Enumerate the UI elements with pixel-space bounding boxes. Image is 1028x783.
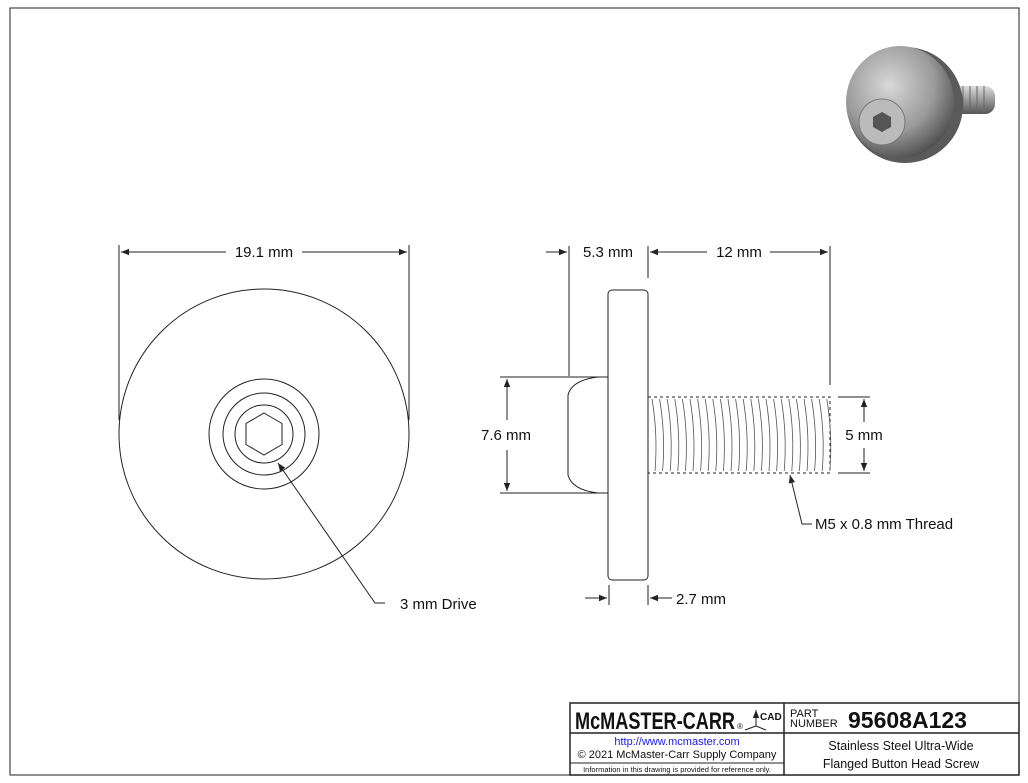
thread-crest (689, 398, 695, 472)
thread-diameter-label: 5 mm (845, 427, 883, 444)
description-line-2: Flanged Button Head Screw (823, 757, 980, 771)
thread-crest (682, 398, 687, 472)
thread-crest (666, 398, 672, 472)
thread-crest (727, 398, 733, 472)
website-link[interactable]: http://www.mcmaster.com (614, 736, 739, 748)
thread-crest (796, 398, 801, 472)
sheet-border (9, 7, 1020, 776)
description-line-1: Stainless Steel Ultra-Wide (828, 739, 973, 753)
thread-crest (826, 398, 832, 472)
thread-crest (750, 398, 756, 472)
button-head-side (567, 376, 608, 494)
thread-crest (742, 398, 748, 472)
flange-thickness-label: 2.7 mm (676, 591, 726, 608)
hex-drive-icon (245, 412, 283, 456)
thread-crest (735, 398, 740, 472)
part-label-2: NUMBER (790, 718, 838, 730)
drive-size-label: 3 mm Drive (400, 596, 477, 613)
render-flange (846, 46, 954, 158)
thread-crest (758, 398, 763, 472)
thread-crest (765, 398, 771, 472)
thread-crest (803, 398, 809, 472)
thread-body (647, 396, 832, 474)
flange-diameter-label: 19.1 mm (235, 244, 293, 261)
thread-crest (773, 398, 778, 472)
thread-crest (720, 398, 725, 472)
cad-axes-icon (744, 710, 767, 731)
flange-outline (118, 288, 410, 580)
thread-crest (788, 398, 794, 472)
copyright-text: © 2021 McMaster-Carr Supply Company (578, 749, 777, 761)
isometric-render (846, 46, 995, 163)
thread-crest (674, 398, 680, 472)
thread-crest (818, 398, 824, 472)
part-label-1: PART (790, 708, 819, 720)
mcmaster-logo: McMASTER-CARR (575, 708, 735, 735)
cad-mark: CAD (760, 712, 782, 723)
flange-side (607, 289, 649, 581)
render-hex-drive (873, 112, 891, 132)
thread-crest (697, 398, 702, 472)
head-diameter-label: 7.6 mm (481, 427, 531, 444)
side-view: 5.3 mm 12 mm 7.6 mm 5 mm M5 x 0.8 mm Thr… (481, 244, 953, 608)
thread-length-label: 12 mm (716, 244, 762, 261)
part-number: 95608A123 (848, 707, 967, 733)
thread-crest (659, 398, 664, 472)
head-outline (208, 378, 320, 490)
head-height-label: 5.3 mm (583, 244, 633, 261)
title-block: McMASTER-CARR ® CAD PART NUMBER 95608A12… (569, 702, 1020, 776)
thread-crest (780, 398, 786, 472)
thread-crest (811, 398, 816, 472)
front-view: 19.1 mm 3 mm Drive (118, 244, 477, 613)
thread-crest (712, 398, 718, 472)
thread-spec-label: M5 x 0.8 mm Thread (815, 516, 953, 533)
thread-crest (704, 398, 710, 472)
disclaimer-text: Information in this drawing is provided … (583, 765, 771, 774)
svg-text:®: ® (737, 722, 743, 731)
thread-crest (651, 398, 657, 472)
